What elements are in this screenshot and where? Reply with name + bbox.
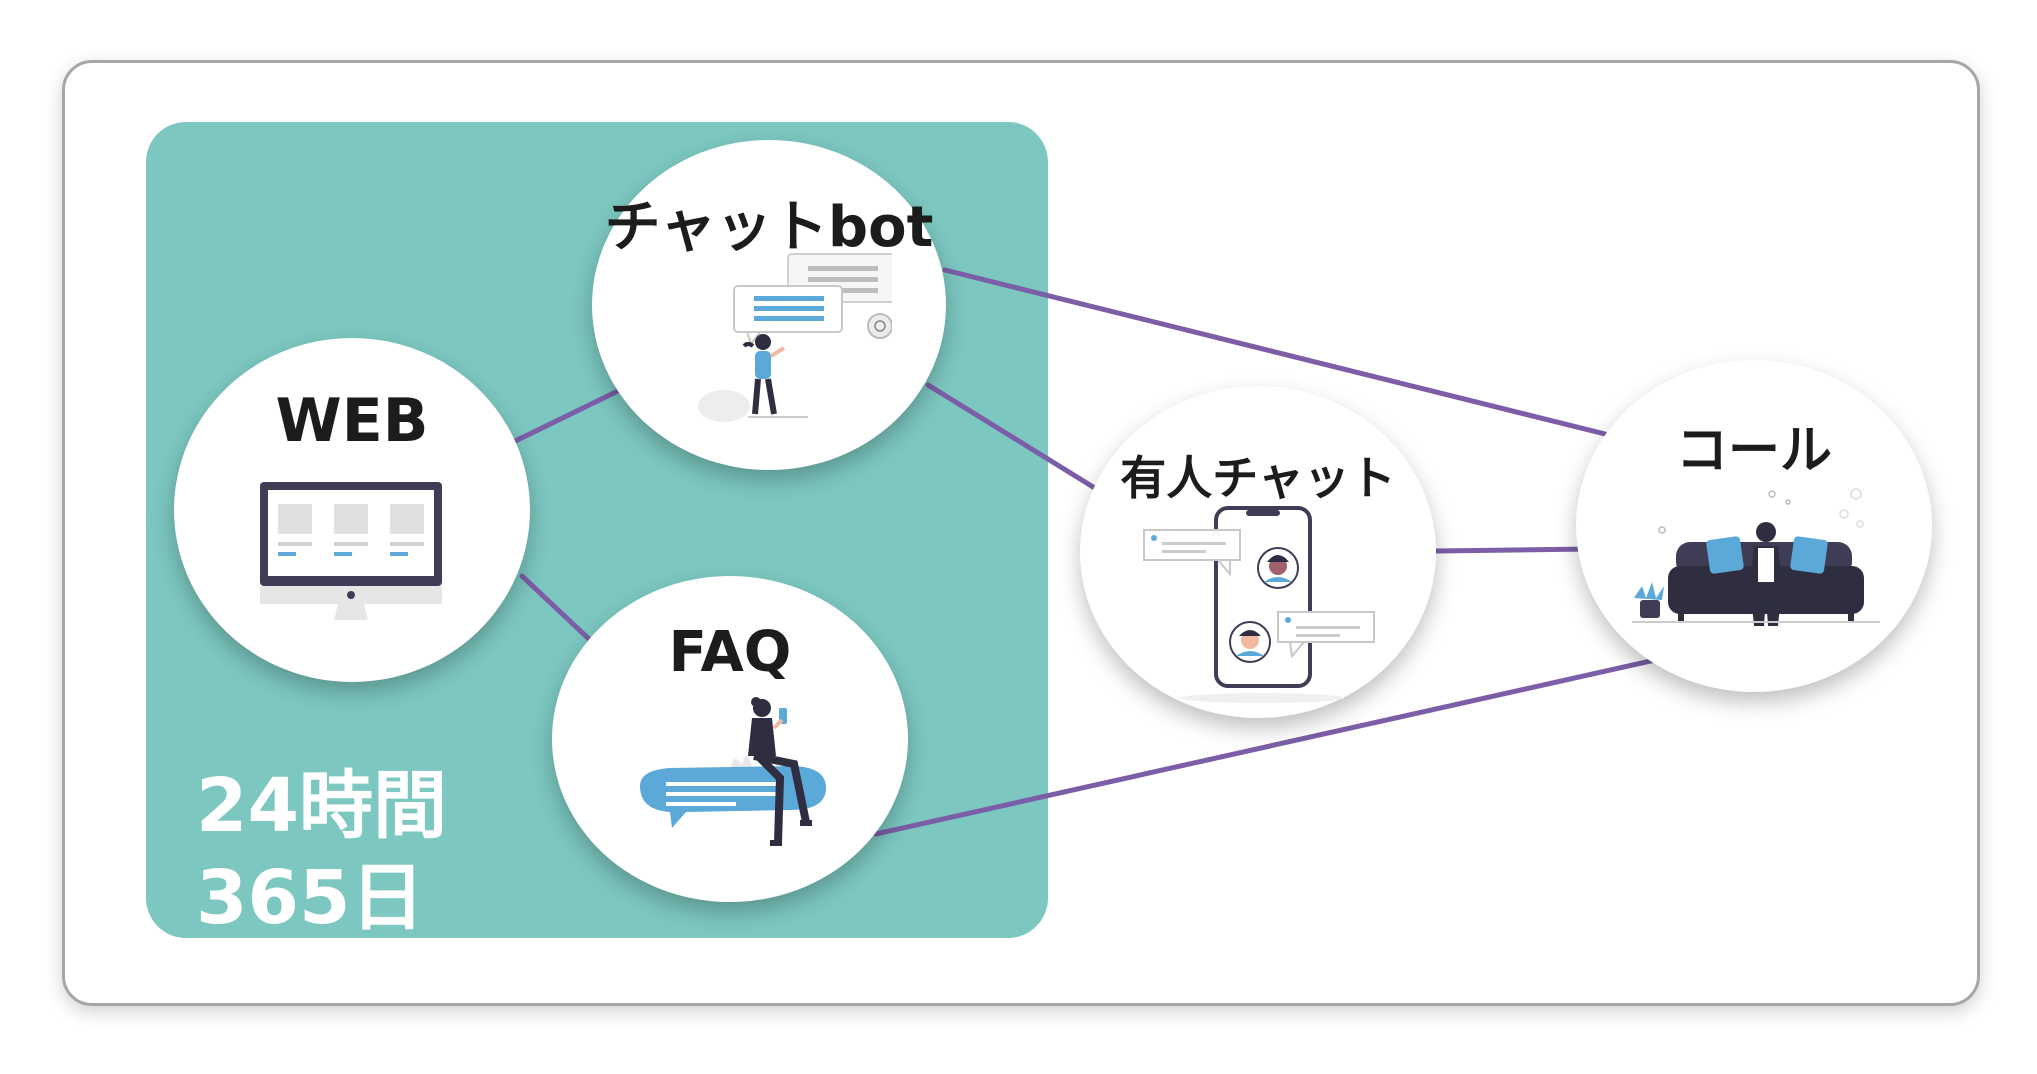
- node-label-faq: FAQ: [668, 620, 792, 685]
- chatbot-illustration-icon: [698, 253, 892, 422]
- edge-chatbot-call: [942, 267, 1608, 437]
- sofa-person-illustration-icon: [1632, 488, 1880, 626]
- availability-label: 24時間 365日: [196, 760, 447, 944]
- edge-web-faq: [519, 573, 593, 643]
- node-call: コール: [1576, 360, 1932, 692]
- smartphone-chat-illustration-icon: [1143, 506, 1375, 703]
- availability-days: 365日: [196, 855, 425, 941]
- edge-chatbot-human-chat: [925, 382, 1101, 493]
- edge-human-chat-call: [1433, 546, 1593, 554]
- node-human-chat: 有人チャット: [1080, 386, 1436, 718]
- faq-illustration-icon: [640, 697, 826, 846]
- availability-hours: 24時間: [196, 763, 447, 849]
- edge-faq-call: [873, 657, 1658, 837]
- node-chatbot: チャットbot: [592, 140, 946, 470]
- monitor-illustration-icon: [260, 482, 442, 620]
- node-label-human-chat: 有人チャット: [1120, 451, 1396, 505]
- node-faq: FAQ: [552, 576, 908, 902]
- node-label-web: WEB: [275, 386, 429, 456]
- node-label-call: コール: [1675, 421, 1832, 481]
- node-label-chatbot: チャットbot: [604, 195, 934, 260]
- node-web: WEB: [174, 338, 530, 682]
- edge-web-chatbot: [502, 387, 623, 449]
